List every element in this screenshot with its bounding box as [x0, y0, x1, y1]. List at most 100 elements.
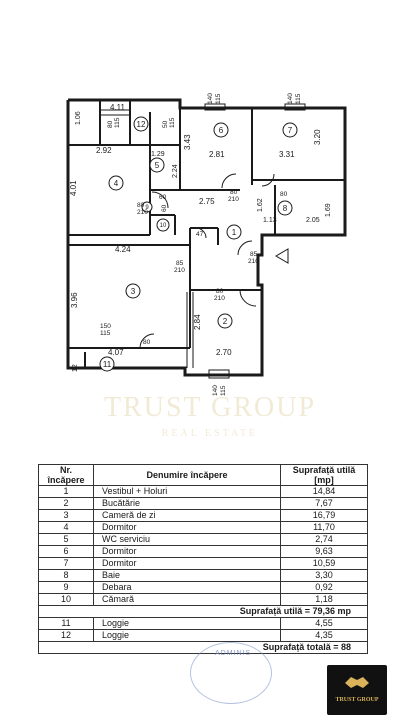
opening-label: 115	[169, 117, 176, 128]
room-area: 11,70	[280, 521, 368, 534]
window	[208, 369, 230, 379]
opening-label: 115	[220, 385, 227, 396]
room-marker	[156, 218, 170, 232]
opening-label: 140	[207, 93, 214, 104]
window	[99, 109, 131, 116]
opening-label: 50	[162, 120, 169, 128]
row-number: 2	[38, 497, 94, 510]
room-marker	[282, 122, 298, 138]
header-nr-label: Nr.	[59, 465, 72, 475]
room-name: Debara	[93, 581, 281, 594]
opening-label: 60	[161, 204, 168, 212]
dimension-label: 1.13	[263, 217, 277, 224]
opening-label: 80	[107, 120, 114, 128]
room-marker	[217, 313, 233, 329]
room-name: WC serviciu	[93, 533, 281, 546]
room-marker	[125, 283, 141, 299]
opening-label: 140	[287, 93, 294, 104]
room-area: 3,30	[280, 569, 368, 582]
room-name: Cameră de zi	[93, 509, 281, 522]
door-swing	[221, 173, 237, 189]
room-name: Loggie	[93, 617, 281, 630]
room-area: 16,79	[280, 509, 368, 522]
room-marker	[99, 356, 115, 372]
opening-label: 210	[248, 258, 259, 265]
room-marker	[226, 224, 242, 240]
room-number: 2	[223, 317, 228, 326]
opening-label: 115	[114, 117, 121, 128]
room-name: Dormitor	[93, 557, 281, 570]
outer-wall	[66, 98, 347, 377]
room-name: Loggie	[93, 629, 281, 642]
dimension-label: 2.24	[172, 164, 179, 178]
dimension-label: 3.43	[183, 134, 192, 150]
room-marker	[277, 200, 293, 216]
row-number: 6	[38, 545, 94, 558]
room-name: Bucătărie	[93, 497, 281, 510]
opening-label: 80	[230, 189, 238, 196]
opening-label: 80	[280, 191, 288, 198]
rooms-table: Nr. încăpere Denumire încăpere Suprafață…	[38, 464, 368, 654]
room-area: 7,67	[280, 497, 368, 510]
opening-label: 47	[196, 231, 204, 238]
room-number: 12	[137, 120, 146, 129]
row-number: 1	[38, 485, 94, 498]
logo-text: TRUST GROUP	[335, 697, 379, 703]
room-number: 4	[114, 179, 119, 188]
door-swing	[237, 240, 253, 256]
room-area: 10,59	[280, 557, 368, 570]
room-name: Cămară	[93, 593, 281, 606]
room-area: 2,74	[280, 533, 368, 546]
row-number: 10	[38, 593, 94, 606]
stamp-text: ADMINIS	[215, 650, 252, 657]
dimension-label: 4.01	[69, 180, 78, 196]
dimension-label: 1.06	[75, 111, 82, 125]
dimension-label: 3.31	[279, 150, 295, 159]
header-unit-label: [mp]	[314, 475, 334, 485]
header-suprafata: Suprafață utilă [mp]	[280, 464, 368, 486]
header-incapere-label: încăpere	[47, 475, 85, 485]
row-number: 7	[38, 557, 94, 570]
door-swing	[139, 333, 155, 349]
room-name: Dormitor	[93, 545, 281, 558]
room-marker	[149, 157, 165, 173]
opening-label: 80	[137, 202, 145, 209]
opening-label: 85	[176, 260, 184, 267]
opening-label: 150	[100, 323, 111, 330]
header-denumire: Denumire încăpere	[93, 464, 281, 486]
room-number: 3	[131, 287, 136, 296]
room-marker	[141, 201, 153, 213]
room-area: 4,55	[280, 617, 368, 630]
row-number: 9	[38, 581, 94, 594]
row-number: 12	[38, 629, 94, 642]
dimension-label: 1.62	[257, 198, 264, 212]
room-marker	[108, 175, 124, 191]
room-number: 9	[145, 205, 149, 211]
dimension-label: 2.70	[216, 348, 232, 357]
door-swing	[195, 227, 207, 239]
door-swing	[151, 191, 169, 209]
table-header-row: Nr. încăpere Denumire încăpere Suprafață…	[38, 464, 368, 486]
total-useful-row: Suprafață utilă = 79,36 mp	[38, 605, 368, 618]
dimension-label: 4.24	[115, 245, 131, 254]
room-area: 14,84	[280, 485, 368, 498]
header-suprafata-label: Suprafață utilă	[292, 465, 356, 475]
room-area: 4,35	[280, 629, 368, 642]
total-useful: Suprafață utilă = 79,36 mp	[38, 605, 368, 618]
row-number: 8	[38, 569, 94, 582]
dimension-label: 3.96	[70, 292, 79, 308]
dimension-label: 4.11	[110, 103, 126, 112]
row-number: 4	[38, 521, 94, 534]
room-area: 0,92	[280, 581, 368, 594]
